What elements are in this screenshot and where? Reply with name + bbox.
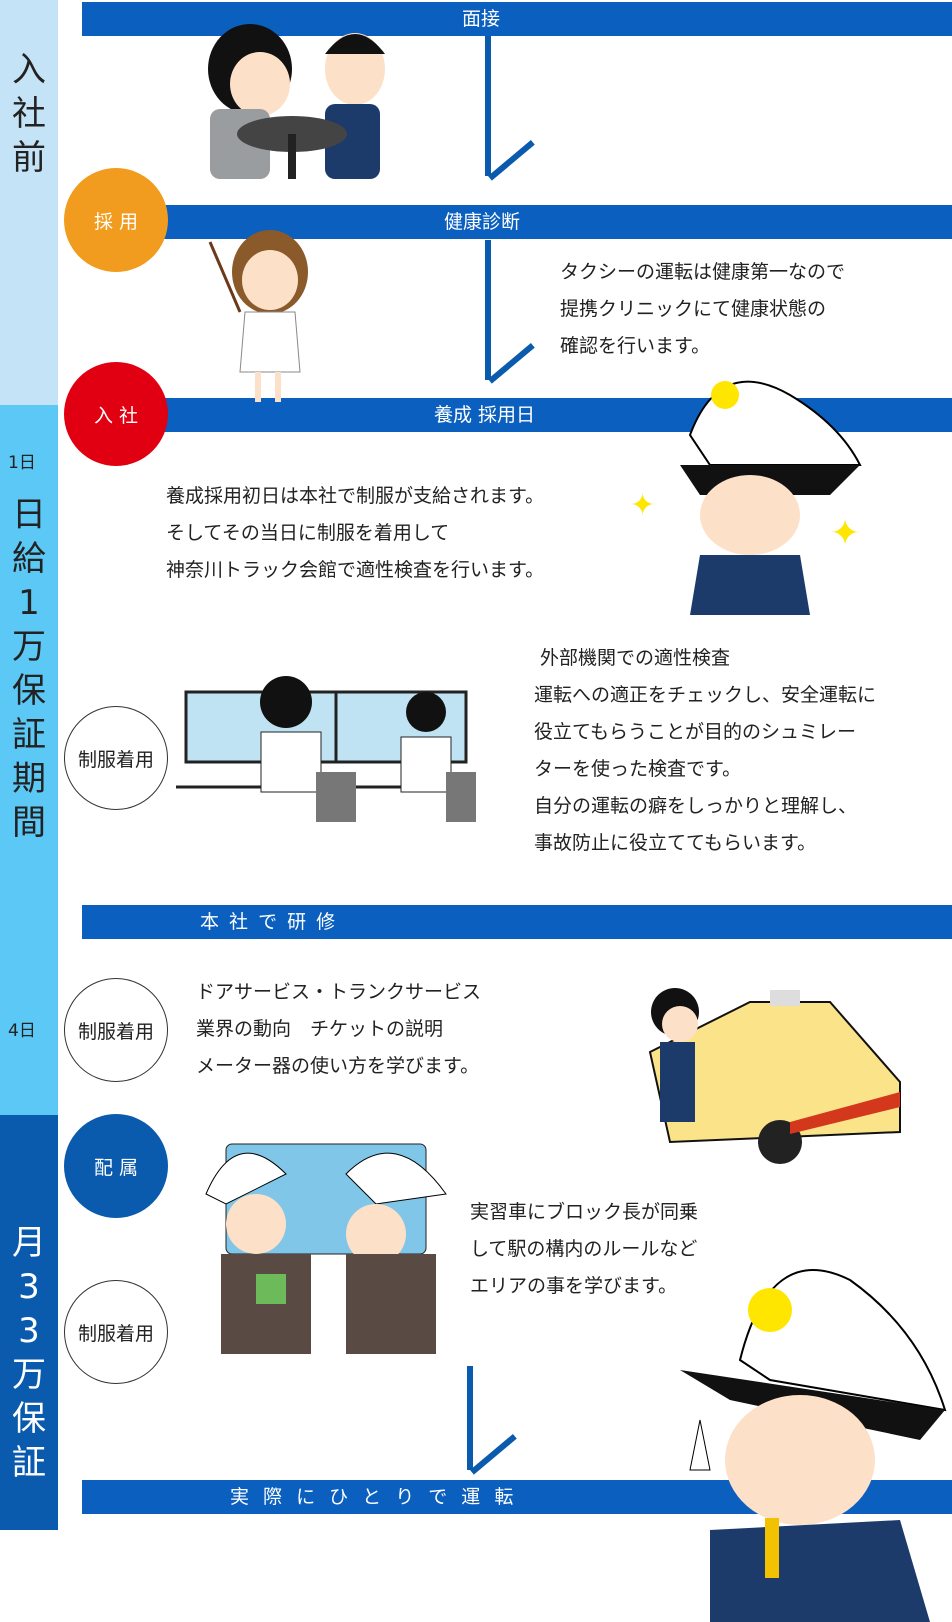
badge-assign: 配 属 — [64, 1114, 168, 1218]
practice-text: 実習車にブロック長が同乗して駅の構内のルールなどエリアの事を学びます。 — [470, 1201, 699, 1297]
training-text: ドアサービス・トランクサービス業界の動向 チケットの説明メーター器の使い方を学び… — [196, 981, 482, 1077]
driver-illustration: ✦✦ — [630, 380, 862, 615]
pointing-driver-illustration — [680, 1269, 947, 1622]
taxi-illustration — [648, 988, 901, 1164]
phase-pre-join: 入社前 — [0, 0, 58, 405]
phase-daily-guarantee: 日給1万保証期間 — [0, 405, 58, 1115]
flow-arrow-tick — [488, 343, 535, 384]
step-label: 面接 — [462, 8, 501, 30]
svg-text:✦: ✦ — [630, 488, 655, 523]
phase-label: 日給1万保証期間 — [12, 495, 46, 843]
day-label: 4日 — [8, 1021, 36, 1041]
aptitude-test-text: 外部機関での適性検査運転への適正をチェックし、安全運転に役立てもらうことが目的の… — [534, 647, 877, 854]
badge-uniform: 制服着用 — [64, 706, 168, 810]
phase-label: 月33万保証 — [12, 1223, 46, 1483]
step-label: 健康診断 — [444, 211, 521, 233]
step-label: 本 社 で 研 修 — [200, 911, 338, 933]
day-label: 1日 — [8, 453, 36, 473]
flow-arrow — [467, 1366, 473, 1470]
badge-hire: 採 用 — [64, 168, 168, 272]
step-label: 養成 採用日 — [434, 404, 536, 426]
health-check-text: タクシーの運転は健康第一なので提携クリニックにて健康状態の確認を行います。 — [560, 261, 846, 357]
flow-arrow — [485, 36, 491, 176]
phase-monthly-guarantee: 月33万保証 — [0, 1115, 58, 1530]
step-label: 実 際 に ひ と り で 運 転 — [230, 1486, 518, 1508]
flow-arrow-tick — [470, 1434, 517, 1475]
flow-arrow — [485, 240, 491, 380]
in-car-training-illustration — [205, 1143, 447, 1354]
step-bar-interview: 面接 — [82, 2, 952, 36]
badge-join: 入 社 — [64, 362, 168, 466]
badge-uniform: 制服着用 — [64, 1280, 168, 1384]
simulator-illustration — [176, 676, 476, 822]
first-day-text: 養成採用初日は本社で制服が支給されます。そしてその当日に制服を着用して神奈川トラ… — [166, 485, 545, 581]
phase-label: 入社前 — [12, 50, 46, 178]
flow-arrow-tick — [488, 140, 535, 181]
step-bar-training: 本 社 で 研 修 — [82, 905, 952, 939]
nurse-illustration — [208, 230, 308, 402]
svg-text:✦: ✦ — [830, 513, 860, 554]
interview-illustration — [208, 24, 385, 179]
badge-uniform: 制服着用 — [64, 978, 168, 1082]
step-bar-health-check: 健康診断 — [82, 205, 952, 239]
